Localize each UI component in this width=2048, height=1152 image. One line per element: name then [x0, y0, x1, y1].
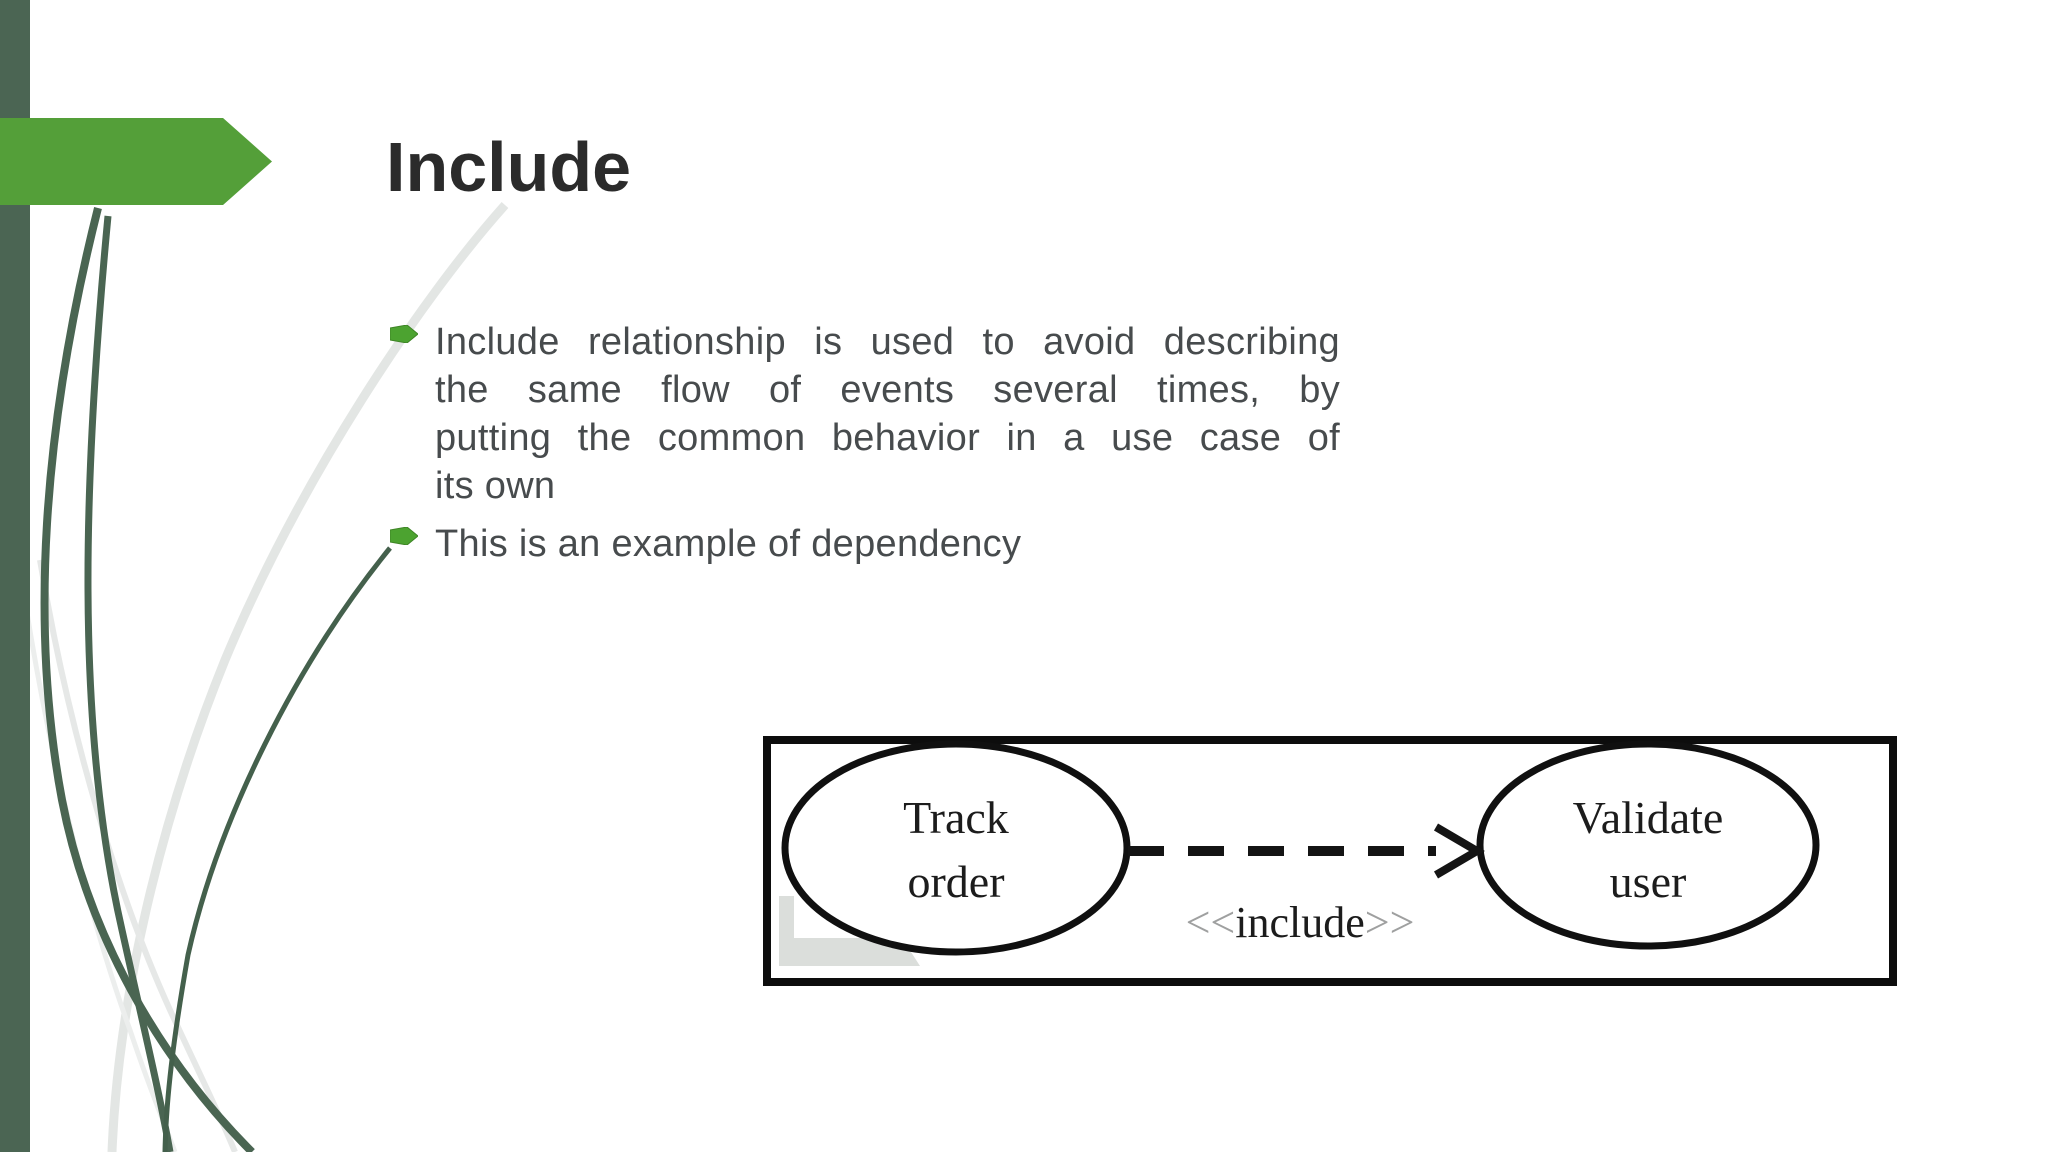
bullet-arrow-icon — [390, 325, 418, 343]
ellipse-label-line: user — [1609, 856, 1687, 907]
ellipse-label-line: Validate — [1572, 792, 1724, 843]
green-curve-left — [40, 207, 255, 1152]
validate-user-ellipse — [1476, 740, 1820, 950]
gray-curve-large — [107, 202, 509, 1152]
body-line: the same flow of events several times, b… — [435, 369, 1340, 411]
body-line: Include relationship is used to avoid de… — [435, 321, 1340, 363]
green-curve-middle — [84, 215, 174, 1152]
green-curve-to-bullet — [162, 546, 392, 1152]
gray-curve-small — [37, 559, 238, 1152]
close-chevrons: >> — [1364, 898, 1415, 947]
arrowhead-icon — [1433, 823, 1485, 879]
track-order-label: Track order — [781, 786, 1131, 914]
bullet-paragraph: This is an example of dependency — [435, 520, 1340, 568]
open-chevrons: << — [1185, 898, 1236, 947]
body-line: its own — [435, 465, 556, 507]
ellipse-label-line: Track — [903, 792, 1009, 843]
page-title: Include — [386, 128, 632, 206]
bullet-paragraph: Include relationship is used to avoid de… — [435, 318, 1340, 510]
track-order-ellipse — [781, 740, 1131, 956]
title-banner-arrow — [0, 118, 272, 205]
include-stereotype-label: <<include>> — [1125, 898, 1475, 948]
body-line: putting the common behavior in a use cas… — [435, 417, 1340, 459]
bullet-arrow-icon — [390, 527, 418, 545]
body-line: This is an example of dependency — [435, 523, 1022, 565]
validate-user-label: Validate user — [1473, 786, 1823, 914]
scan-artifact — [779, 896, 920, 966]
include-word: include — [1235, 898, 1365, 947]
ellipse-label-line: order — [907, 856, 1005, 907]
